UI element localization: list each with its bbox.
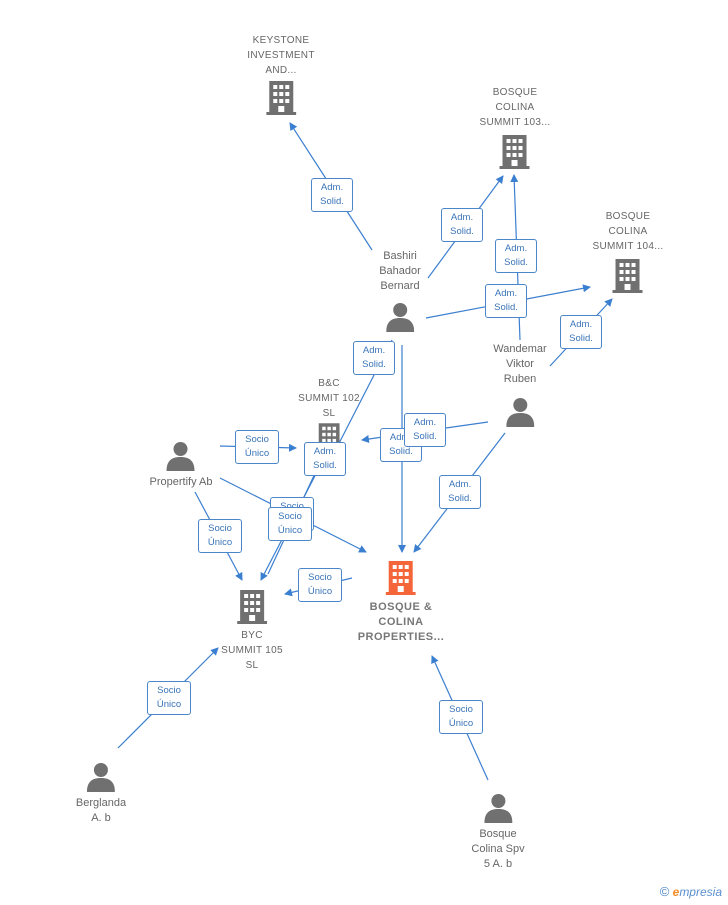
relation-badge-socio[interactable]: Socio Único: [235, 430, 279, 464]
person-icon: [166, 442, 195, 471]
person-icon: [386, 303, 414, 332]
brand-name: mpresia: [679, 885, 722, 899]
building-icon: [500, 135, 530, 169]
node-keystone[interactable]: KEYSTONE INVESTMENT AND...: [247, 33, 314, 115]
relation-badge-adm[interactable]: Adm. Solid.: [439, 475, 481, 509]
node-byc-summit-105[interactable]: BYC SUMMIT 105 SL: [221, 590, 283, 673]
relation-badge-adm[interactable]: Adm. Solid.: [495, 239, 537, 273]
brand-initial: e: [672, 885, 680, 899]
node-label: BYC SUMMIT 105 SL: [221, 630, 283, 671]
node-berglanda[interactable]: Berglanda A. b: [76, 762, 126, 826]
building-icon: [613, 259, 643, 293]
node-bosque-colina-summit-104[interactable]: BOSQUE COLINA SUMMIT 104...: [593, 209, 664, 293]
relation-badge-socio[interactable]: Socio Único: [439, 700, 483, 734]
relation-badge-socio[interactable]: Socio Único: [268, 507, 312, 541]
node-label: BOSQUE & COLINA PROPERTIES...: [357, 601, 445, 643]
relation-badge-adm[interactable]: Adm. Solid.: [404, 413, 446, 447]
relation-badge-socio[interactable]: Socio Único: [147, 681, 191, 715]
node-label: Bosque Colina Spv 5 A. b: [471, 828, 525, 870]
node-label: B&C SUMMIT 102 SL: [298, 378, 360, 419]
copyright-icon: ©: [659, 884, 670, 899]
building-icon: [385, 561, 416, 595]
relation-badge-adm[interactable]: Adm. Solid.: [304, 442, 346, 476]
node-propertify[interactable]: Propertify Ab: [149, 441, 213, 490]
relation-badge-adm[interactable]: Adm. Solid.: [485, 284, 527, 318]
relation-badge-adm[interactable]: Adm. Solid.: [353, 341, 395, 375]
building-icon: [236, 590, 267, 624]
node-bashiri[interactable]: Bashiri Bahador Bernard: [379, 249, 421, 332]
person-icon: [87, 763, 115, 792]
relation-badge-adm[interactable]: Adm. Solid.: [441, 208, 483, 242]
node-wandemar[interactable]: Wandemar Viktor Ruben: [493, 342, 547, 427]
relation-badge-socio[interactable]: Socio Único: [198, 519, 242, 553]
relation-badge-socio[interactable]: Socio Único: [298, 568, 342, 602]
node-bosque-colina-properties[interactable]: BOSQUE & COLINA PROPERTIES...: [358, 561, 445, 645]
node-label: Propertify Ab: [149, 476, 213, 488]
building-icon: [265, 81, 296, 115]
empresia-watermark: © empresia: [660, 884, 722, 899]
person-icon: [505, 398, 534, 427]
node-label: Wandemar Viktor Ruben: [493, 343, 547, 385]
relation-badge-adm[interactable]: Adm. Solid.: [311, 178, 353, 212]
node-bosque-colina-spv5[interactable]: Bosque Colina Spv 5 A. b: [471, 793, 525, 872]
node-label: Berglanda A. b: [75, 797, 127, 824]
node-label: BOSQUE COLINA SUMMIT 104...: [592, 211, 664, 252]
person-icon: [483, 794, 512, 823]
node-label: Bashiri Bahador Bernard: [379, 250, 421, 292]
node-label: KEYSTONE INVESTMENT AND...: [247, 35, 315, 76]
relation-badge-adm[interactable]: Adm. Solid.: [560, 315, 602, 349]
node-label: BOSQUE COLINA SUMMIT 103...: [479, 87, 551, 128]
node-bosque-colina-summit-103[interactable]: BOSQUE COLINA SUMMIT 103...: [480, 85, 551, 169]
